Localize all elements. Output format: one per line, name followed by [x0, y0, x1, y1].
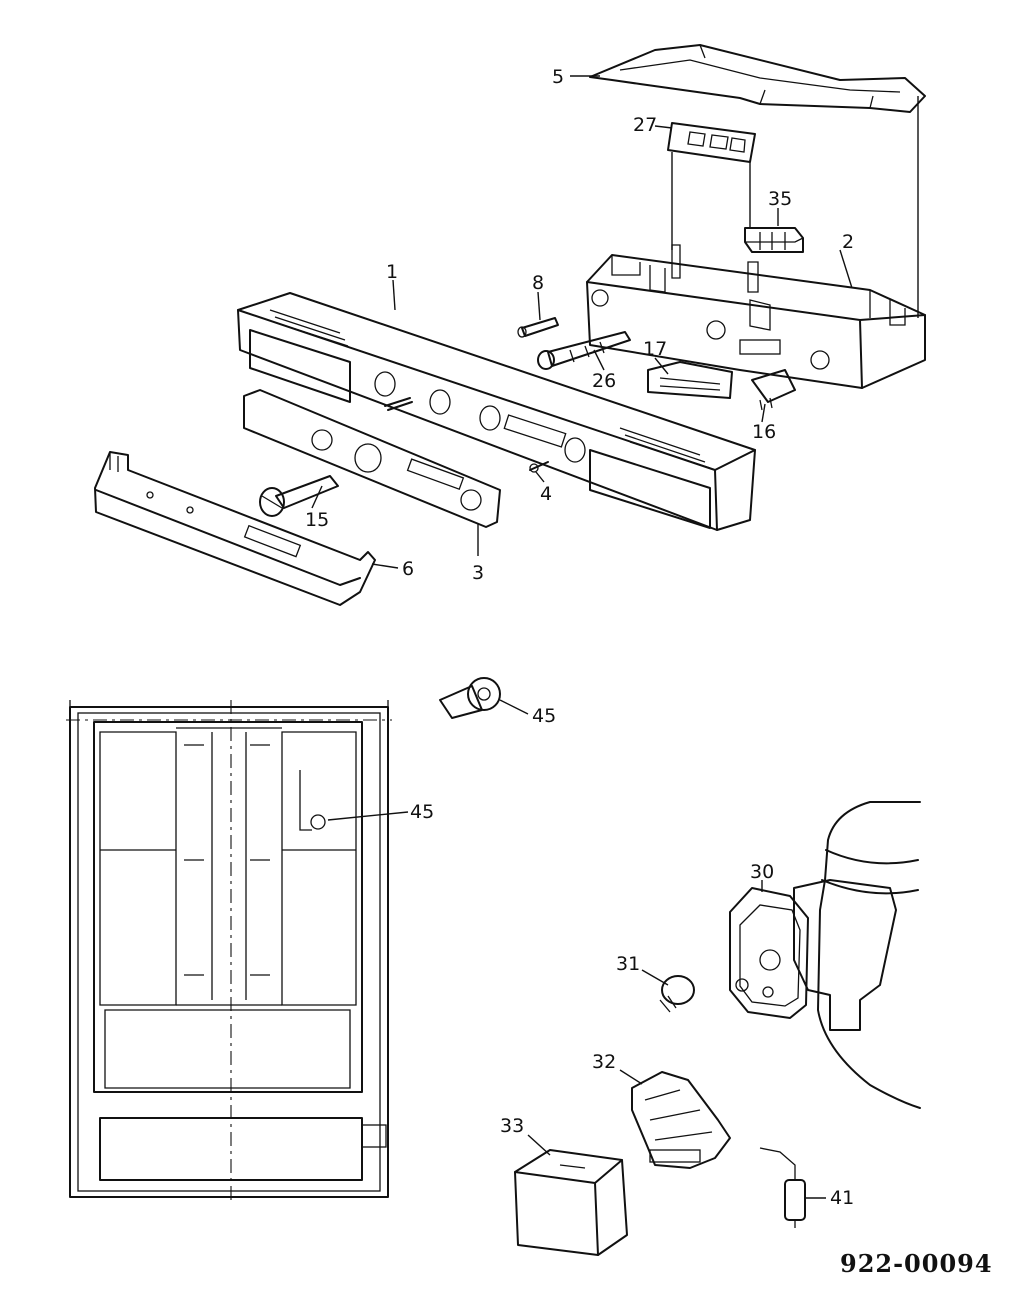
- callout-labels: 5 27 35 2 1 8 17 26 16 4 15 3 6 45 45 30…: [305, 66, 854, 1209]
- callout-26: 26: [592, 370, 616, 392]
- callout-17: 17: [643, 338, 667, 360]
- compressor: [793, 801, 921, 1109]
- callout-4: 4: [540, 483, 552, 505]
- callout-6: 6: [402, 558, 414, 580]
- callout-35: 35: [768, 188, 792, 210]
- part-2-control-housing: [586, 244, 926, 389]
- part-30-relay-cover: [729, 887, 809, 1019]
- part-1-control-panel: [237, 292, 756, 531]
- part-33-relay-box: [514, 1149, 628, 1256]
- part-5-cover-plate: [589, 44, 926, 113]
- callout-27: 27: [633, 114, 657, 136]
- part-27-display-board: [667, 122, 756, 163]
- part-26-probe: [537, 331, 631, 370]
- part-6-front-rail: [94, 451, 376, 606]
- callout-31: 31: [616, 953, 640, 975]
- callout-30: 30: [750, 861, 774, 883]
- part-32-start-relay: [631, 1071, 731, 1169]
- callout-2: 2: [842, 231, 854, 253]
- callout-45-bulb: 45: [532, 705, 556, 727]
- part-4-screws: [384, 397, 549, 473]
- callout-8: 8: [532, 272, 544, 294]
- part-31-overload-protector: [659, 975, 695, 1013]
- callout-1: 1: [386, 261, 398, 283]
- callout-41: 41: [830, 1187, 854, 1209]
- callout-5: 5: [552, 66, 564, 88]
- document-number: 922-00094: [840, 1249, 993, 1278]
- part-35-switch: [744, 227, 804, 253]
- refrigerator-interior-view: [66, 700, 392, 1200]
- part-15-knob: [259, 475, 339, 517]
- callout-32: 32: [592, 1051, 616, 1073]
- callout-33: 33: [500, 1115, 524, 1137]
- leader-lines: [311, 75, 919, 1199]
- part-45-bulb: [439, 677, 501, 719]
- part-17-module: [647, 361, 733, 399]
- part-3-trim-plate: [243, 389, 501, 528]
- part-16-lamp-socket: [751, 369, 796, 411]
- callout-16: 16: [752, 421, 776, 443]
- part-8-pin: [517, 317, 559, 338]
- callout-3: 3: [472, 562, 484, 584]
- callout-45-interior: 45: [410, 801, 434, 823]
- part-41-capacitor: [759, 1147, 806, 1228]
- callout-15: 15: [305, 509, 329, 531]
